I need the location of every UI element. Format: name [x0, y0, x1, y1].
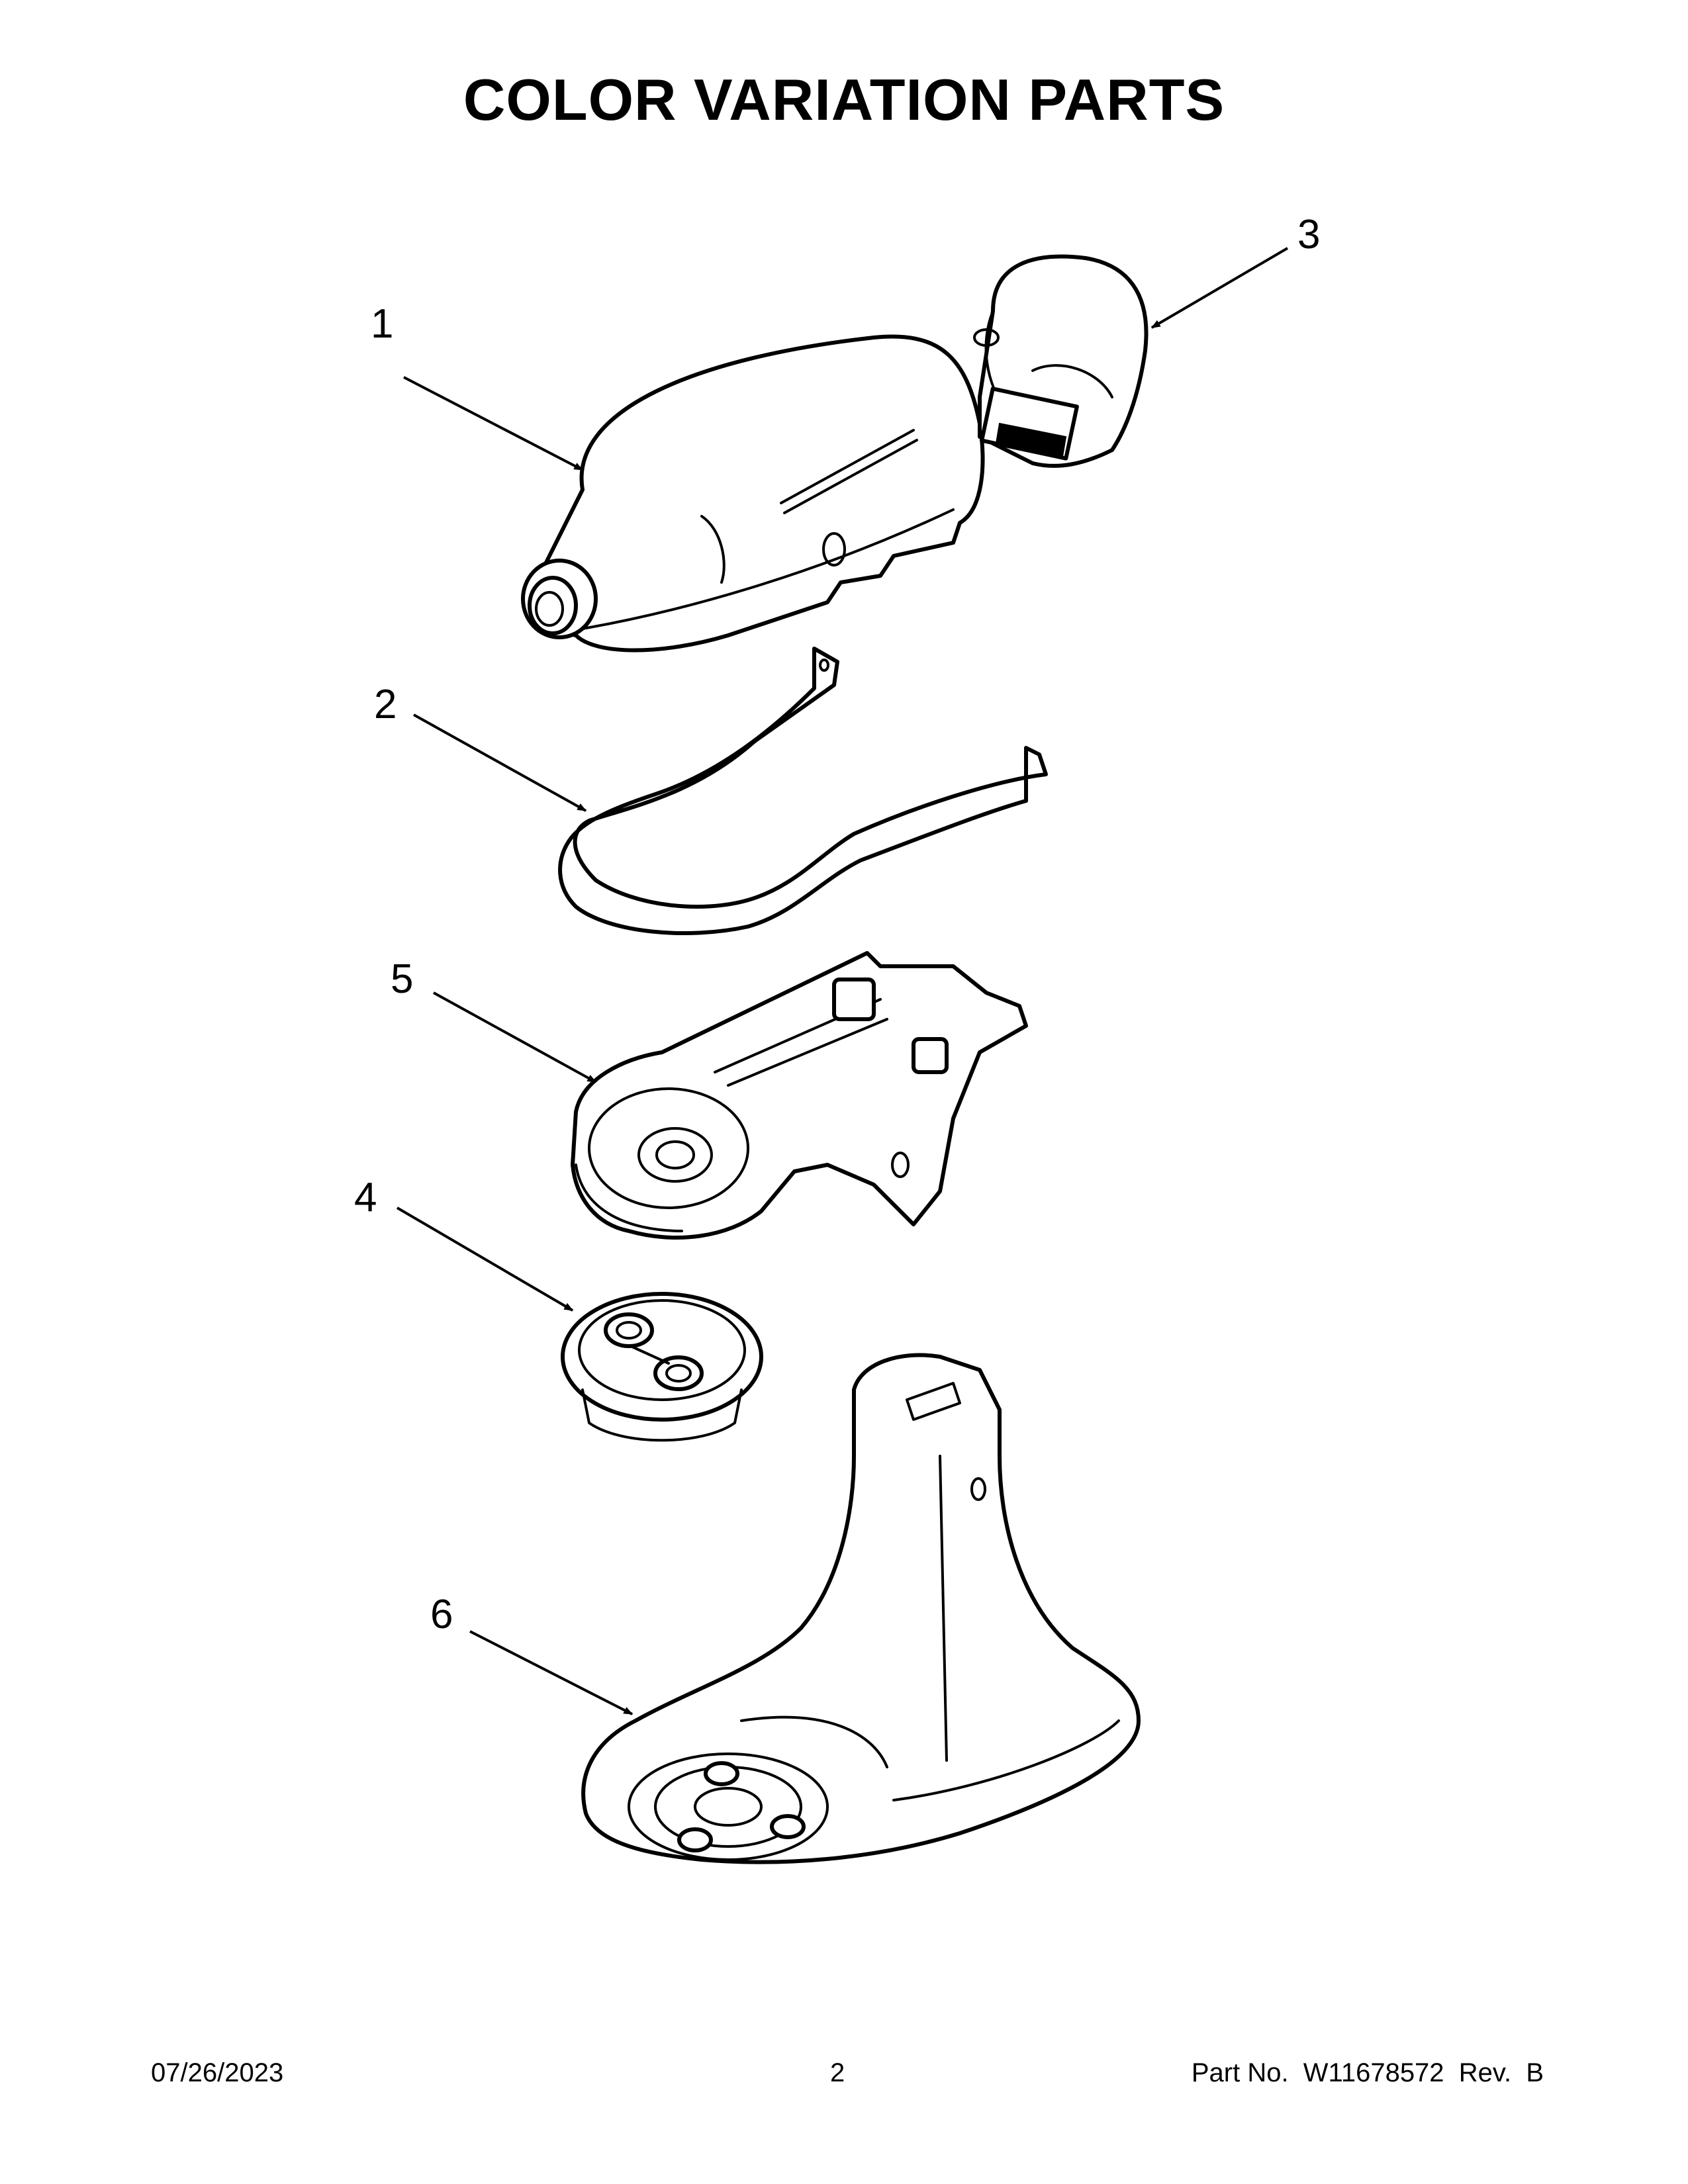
svg-text:2: 2 [374, 682, 397, 727]
part-6-pedestal-base[interactable] [581, 1353, 1141, 1864]
callout-6: 6 [430, 1592, 633, 1715]
callout-3: 3 [1150, 212, 1320, 329]
footer-part-info: Part No. W11678572 Rev. B [1192, 2058, 1544, 2088]
svg-text:1: 1 [371, 301, 393, 347]
callout-5: 5 [391, 956, 597, 1083]
part-5-gear-housing[interactable] [571, 951, 1028, 1240]
svg-text:5: 5 [391, 956, 413, 1002]
part-number: W11678572 [1303, 2058, 1444, 2087]
part-2-trim-band[interactable] [558, 647, 1048, 935]
part-label: Part No. [1191, 2058, 1289, 2087]
svg-text:3: 3 [1297, 212, 1320, 257]
rev-label: Rev. [1458, 2058, 1512, 2087]
rev-value: B [1526, 2058, 1544, 2087]
footer-date: 07/26/2023 [151, 2058, 284, 2087]
callout-4: 4 [354, 1175, 574, 1312]
part-4-planetary-housing[interactable] [561, 1292, 763, 1442]
callout-1: 1 [371, 301, 584, 471]
part-3-rear-cover[interactable] [973, 254, 1149, 468]
part-1-motor-housing[interactable] [521, 334, 985, 653]
callout-2: 2 [374, 682, 587, 812]
page-title: COLOR VARIATION PARTS [463, 67, 1225, 132]
svg-text:4: 4 [354, 1175, 377, 1220]
svg-text:6: 6 [430, 1592, 453, 1637]
footer-page-number: 2 [830, 2058, 845, 2087]
